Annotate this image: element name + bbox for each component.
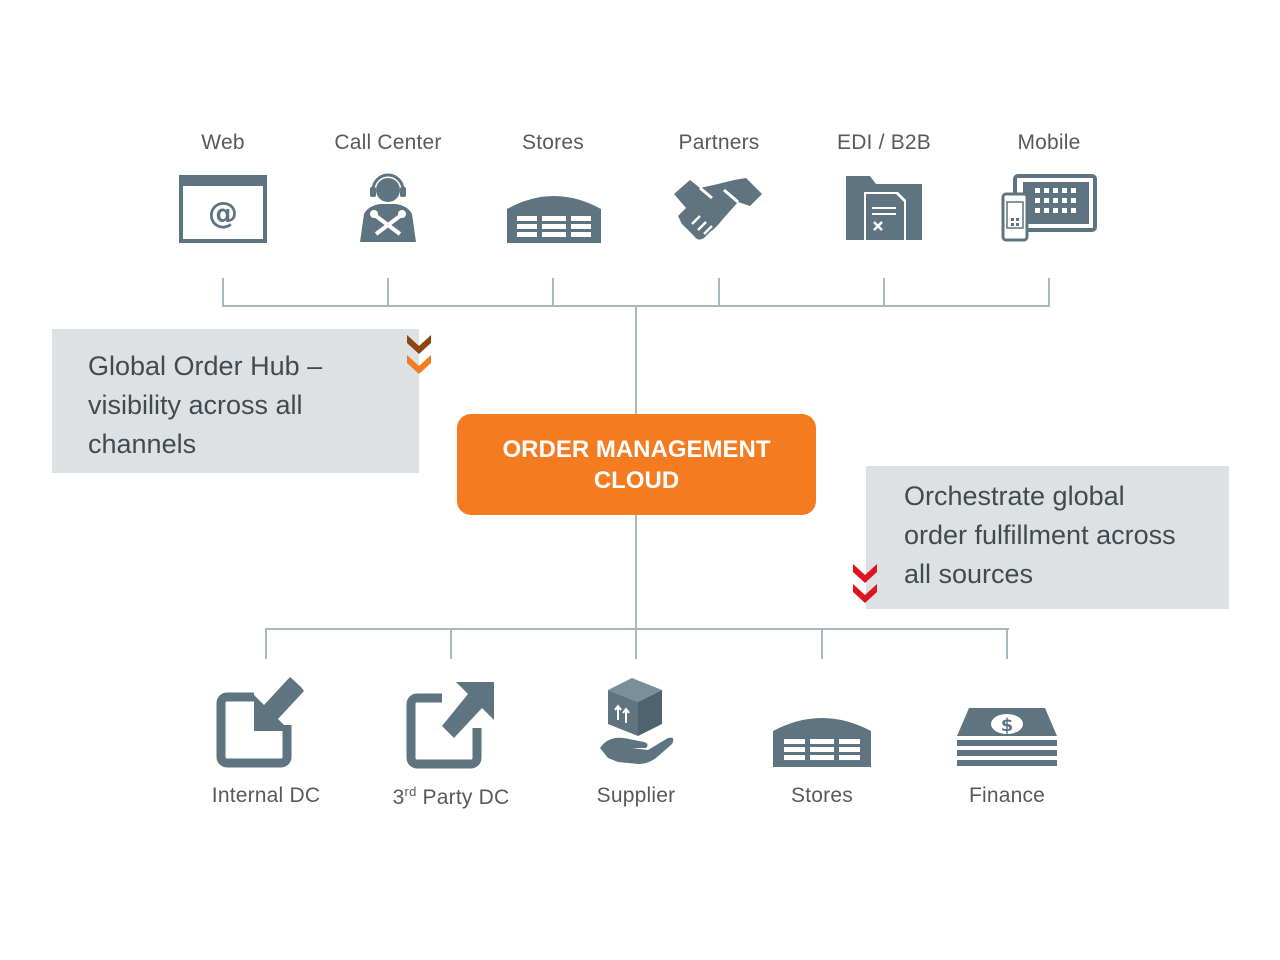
order-management-cloud-hub: ORDER MANAGEMENT CLOUD	[457, 414, 816, 515]
source-label-finance: Finance	[968, 784, 1046, 807]
chevron-down-icon	[407, 335, 431, 374]
source-label-3rd-party-dc: 3rd Party DC	[366, 784, 536, 810]
channel-label-stores: Stores	[522, 131, 584, 154]
note-orchestrate-fulfillment: Orchestrate global order fulfillment acr…	[866, 466, 1229, 609]
chevron-down-icon	[853, 564, 877, 603]
handshake-icon	[674, 178, 762, 240]
outbound-arrow-icon	[406, 682, 494, 769]
note-right-line3: all sources	[904, 559, 1034, 589]
note-global-order-hub: Global Order Hub – visibility across all…	[52, 329, 419, 473]
edi-folder-icon	[846, 176, 922, 242]
inbound-arrow-icon	[216, 677, 304, 768]
note-right-line1: Orchestrate global	[904, 481, 1125, 511]
channel-label-mobile: Mobile	[1017, 131, 1081, 154]
hub-title-line1: ORDER MANAGEMENT	[502, 435, 771, 463]
store-building-icon	[773, 718, 871, 767]
note-right-line2: order fulfillment across	[904, 520, 1176, 550]
channel-label-partners: Partners	[678, 131, 760, 154]
svg-text:$: $	[1001, 715, 1014, 736]
store-building-icon	[507, 196, 601, 243]
source-label-stores: Stores	[791, 784, 853, 807]
channel-label-call-center: Call Center	[334, 131, 442, 154]
note-left-line3: channels	[88, 429, 197, 459]
channel-label-web: Web	[201, 131, 245, 154]
web-browser-icon: @	[179, 175, 267, 243]
money-stack-icon: $	[957, 708, 1057, 766]
channel-label-edi-b2b: EDI / B2B	[836, 131, 931, 154]
call-center-agent-icon	[360, 173, 416, 242]
note-left-line1: Global Order Hub –	[88, 351, 323, 381]
hub-title-line2: CLOUD	[593, 466, 680, 494]
note-left-line2: visibility across all	[88, 390, 303, 420]
source-label-supplier: Supplier	[596, 784, 676, 807]
mobile-tablet-icon	[1001, 174, 1097, 242]
source-label-internal-dc: Internal DC	[211, 784, 321, 807]
source-label-3rd-prefix: 3	[392, 786, 405, 809]
source-label-3rd-rest: Party DC	[416, 786, 510, 809]
svg-text:@: @	[208, 196, 238, 231]
source-label-3rd-sup: rd	[404, 784, 417, 799]
supplier-box-hand-icon	[600, 678, 674, 764]
